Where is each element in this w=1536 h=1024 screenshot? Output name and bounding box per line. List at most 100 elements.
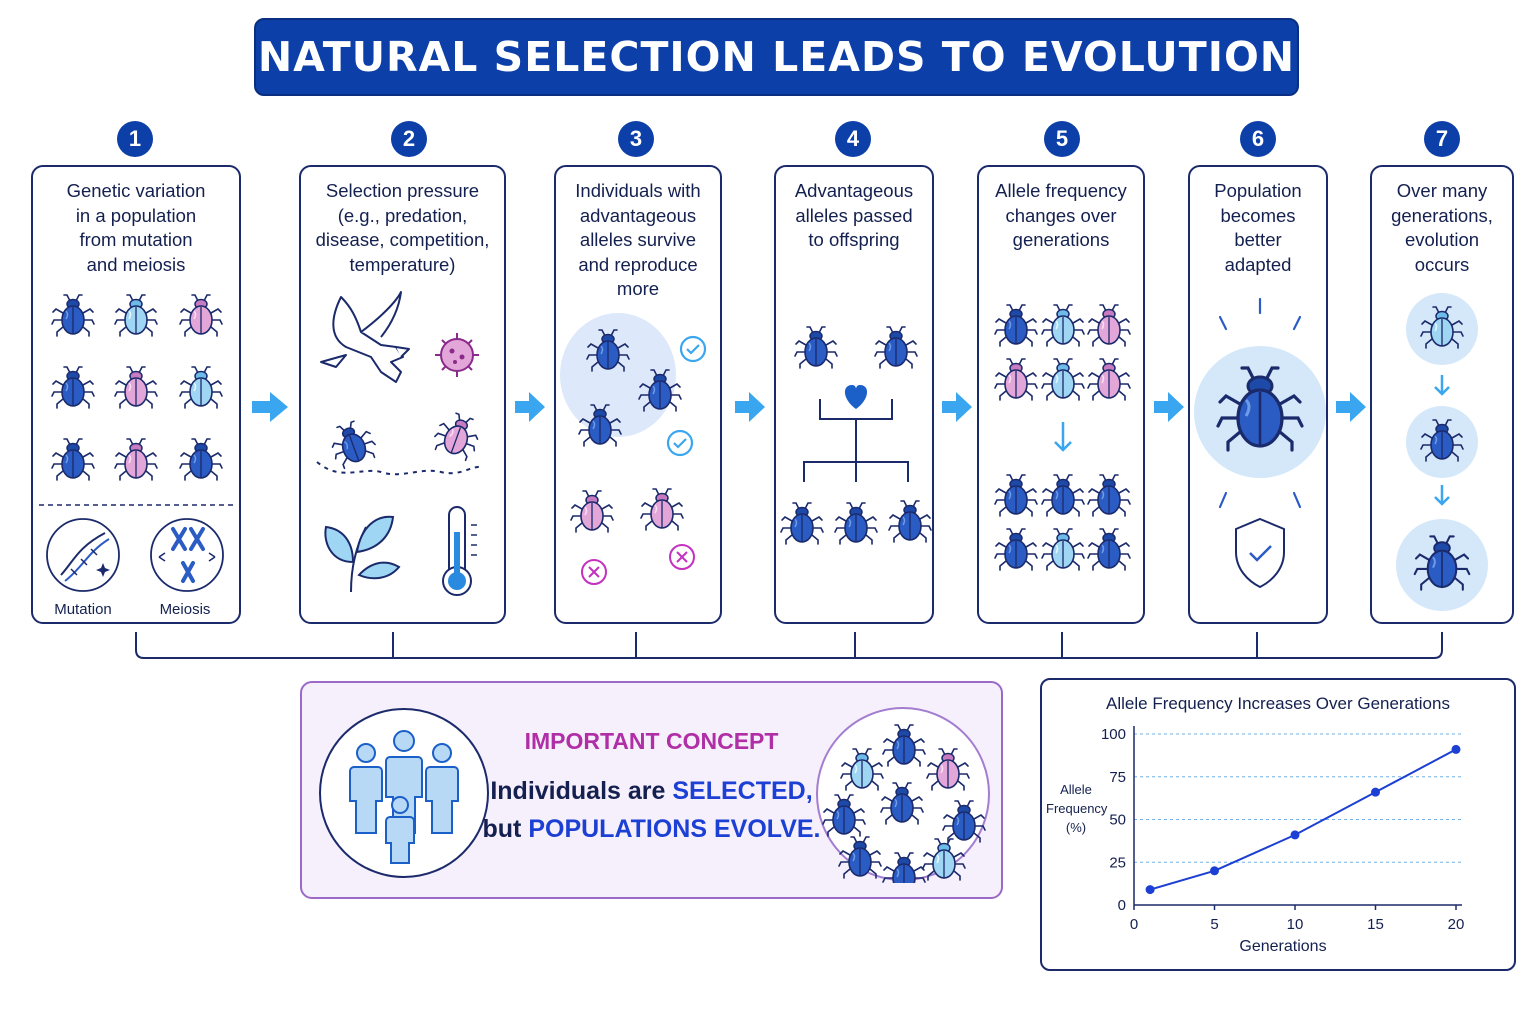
step-number-6: 6 (1240, 121, 1276, 157)
step-1-text: Genetic variation in a population from m… (66, 180, 206, 275)
mutation-label: Mutation (54, 601, 112, 618)
panel-5-illustration (979, 167, 1147, 626)
concept-box: IMPORTANT CONCEPT Individuals are SELECT… (300, 681, 1003, 899)
beetle-icon (115, 439, 157, 480)
bird-icon (320, 291, 410, 383)
arrow-down-icon (1054, 422, 1072, 452)
y-tick-label: 50 (1109, 812, 1126, 829)
step-7-text: Over many generations, evolution occurs (1391, 180, 1493, 275)
arrow-right-icon (1154, 392, 1184, 422)
step-panel-1: Mutation Meiosis Genetic variation in a … (31, 165, 241, 624)
title-banner: NATURAL SELECTION LEADS TO EVOLUTION (254, 18, 1299, 96)
beetle-icon (115, 367, 157, 408)
beetle-icon (1042, 475, 1084, 516)
populations-evolve-highlight: POPULATIONS EVOLVE. (528, 815, 821, 843)
meiosis-label: Meiosis (160, 601, 211, 618)
concept-line-2: but POPULATIONS EVOLVE. (462, 815, 841, 844)
concept-heading: IMPORTANT CONCEPT (524, 728, 779, 754)
x-tick-label: 10 (1287, 916, 1304, 933)
dna-icon (46, 518, 120, 592)
beetle-icon (52, 367, 94, 408)
concept-line-1-text: Individuals are (490, 777, 673, 805)
x-tick-label: 5 (1210, 916, 1218, 933)
page-title: NATURAL SELECTION LEADS TO EVOLUTION (257, 33, 1296, 81)
step-panel-6: Population becomes better adapted (1188, 165, 1328, 624)
beetle-icon (571, 491, 613, 532)
data-point (1371, 787, 1380, 797)
panel-4-illustration (776, 167, 936, 626)
step-panel-7: Over many generations, evolution occurs (1370, 165, 1514, 624)
beetle-icon (180, 439, 222, 480)
beetle-icon (1088, 529, 1130, 570)
people-group-icon (319, 708, 489, 878)
beetle-icon (795, 327, 837, 368)
y-tick-label: 75 (1109, 769, 1126, 786)
beetle-icon (1042, 529, 1084, 570)
step-number-2: 2 (391, 121, 427, 157)
beetle-icon (995, 359, 1037, 400)
step-3-text: Individuals with advantageous alleles su… (575, 180, 701, 300)
allele-frequency-chart: Allele Frequency Increases Over Generati… (1040, 678, 1516, 971)
data-point (1290, 830, 1300, 840)
beetle-population-icon (816, 707, 990, 883)
arrow-right-icon (735, 392, 765, 422)
arrow-right-icon (252, 392, 288, 422)
beetle-icon (1088, 305, 1130, 346)
chart-title: Allele Frequency Increases Over Generati… (1106, 694, 1450, 713)
beetle-icon (52, 439, 94, 480)
beetle-icon (52, 295, 94, 336)
arrow-down-icon (1434, 375, 1450, 396)
arrow-down-icon (1434, 485, 1450, 506)
beetle-icon (1042, 359, 1084, 400)
beetle-icon (431, 409, 484, 462)
panel-6-illustration (1194, 297, 1326, 589)
beetle-icon (995, 305, 1037, 346)
step-panel-3: Individuals with advantageous alleles su… (554, 165, 722, 624)
bottom-bracket (135, 632, 1443, 659)
x-tick-label: 20 (1448, 916, 1465, 933)
chart-x-label: Generations (1239, 938, 1327, 955)
beetle-icon (781, 503, 823, 544)
beetle-icon (995, 529, 1037, 570)
panel-7-illustration (1396, 293, 1488, 611)
concept-line-1: Individuals are SELECTED, (462, 777, 841, 806)
beetle-icon (835, 503, 877, 544)
step-number-1: 1 (117, 121, 153, 157)
heart-icon (844, 385, 868, 409)
beetle-icon (641, 489, 683, 530)
shield-icon (1235, 517, 1285, 589)
variation-beetles (52, 295, 222, 480)
chart-y-label: Allele Frequency (%) (1046, 782, 1108, 835)
step-panel-5: Allele frequency changes over generation… (977, 165, 1145, 624)
y-tick-label: 100 (1101, 726, 1126, 743)
step-4-text: Advantageous alleles passed to offspring (794, 180, 914, 251)
step-number-7: 7 (1424, 121, 1460, 157)
data-point (1210, 866, 1219, 876)
thermometer-icon (442, 506, 477, 596)
beetle-icon (115, 295, 157, 336)
panel-1-illustration: Mutation Meiosis (39, 167, 237, 618)
chromosome-icon (150, 518, 224, 592)
beetle-icon (180, 367, 222, 408)
step-number-3: 3 (618, 121, 654, 157)
data-point (1145, 885, 1155, 895)
x-tick-label: 0 (1130, 916, 1138, 933)
concept-line-2-text: but (482, 815, 529, 843)
cross-icon (581, 544, 695, 585)
y-tick-label: 0 (1118, 897, 1126, 914)
beetle-icon (1042, 305, 1084, 346)
step-panel-2: Selection pressure (e.g., predation, dis… (299, 165, 506, 624)
beetle-icon (326, 417, 379, 470)
beetle-icon (889, 501, 931, 542)
step-6-text: Population becomes better adapted (1214, 180, 1302, 275)
step-2-text: Selection pressure (e.g., predation, dis… (315, 180, 490, 275)
virus-icon (435, 333, 479, 377)
beetle-icon (995, 475, 1037, 516)
step-number-5: 5 (1044, 121, 1080, 157)
data-point (1451, 744, 1461, 754)
step-5-text: Allele frequency changes over generation… (995, 180, 1127, 251)
step-panel-4: Advantageous alleles passed to offspring (774, 165, 934, 624)
y-tick-label: 25 (1109, 854, 1126, 871)
arrow-right-icon (942, 392, 972, 422)
